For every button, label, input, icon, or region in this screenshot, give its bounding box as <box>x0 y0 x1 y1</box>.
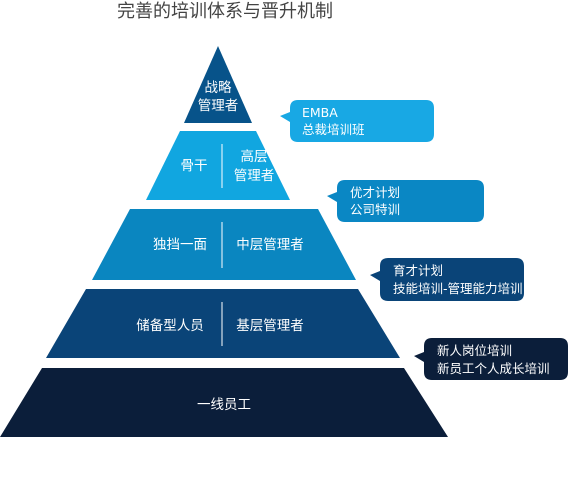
diagram-title: 完善的培训体系与晋升机制 <box>117 1 333 22</box>
tier-backbone-shape <box>146 131 290 200</box>
tier-reserve-right: 基层管理者 <box>236 317 304 334</box>
tier-backbone-right-line2: 管理者 <box>234 168 275 184</box>
tier-frontline-shape <box>0 368 448 437</box>
callout-newhire-line2: 新员工个人成长培训 <box>437 361 550 376</box>
callout-cultivate-line1: 育才计划 <box>393 263 443 278</box>
callout-emba-shape <box>280 100 434 142</box>
tier-strategic-line2: 管理者 <box>198 98 239 114</box>
callout-emba-line1: EMBA <box>302 105 338 120</box>
tier-independent-right: 中层管理者 <box>236 237 304 253</box>
tier-frontline-label: 一线员工 <box>197 397 251 413</box>
tier-independent-shape <box>92 209 356 280</box>
callout-cultivate-shape <box>370 258 524 301</box>
tier-strategic-line1: 战略 <box>205 80 232 96</box>
tier-strategic-shape <box>184 46 252 123</box>
tier-backbone-left: 骨干 <box>181 158 208 174</box>
callout-talent-line2: 公司特训 <box>350 202 400 217</box>
callout-cultivate-line2: 技能培训-管理能力培训 <box>393 281 523 296</box>
callout-talent-line1: 优才计划 <box>350 185 400 200</box>
callout-newhire-shape <box>414 338 568 380</box>
tier-reserve-left: 储备型人员 <box>136 317 204 334</box>
tier-reserve-shape <box>46 289 400 358</box>
callout-emba-line2: 总裁培训班 <box>302 122 365 137</box>
tier-independent-left: 独挡一面 <box>153 237 207 253</box>
callout-talent-shape <box>327 180 484 222</box>
callout-newhire-line1: 新人岗位培训 <box>437 343 512 358</box>
tier-backbone-right-line1: 高层 <box>241 148 268 165</box>
